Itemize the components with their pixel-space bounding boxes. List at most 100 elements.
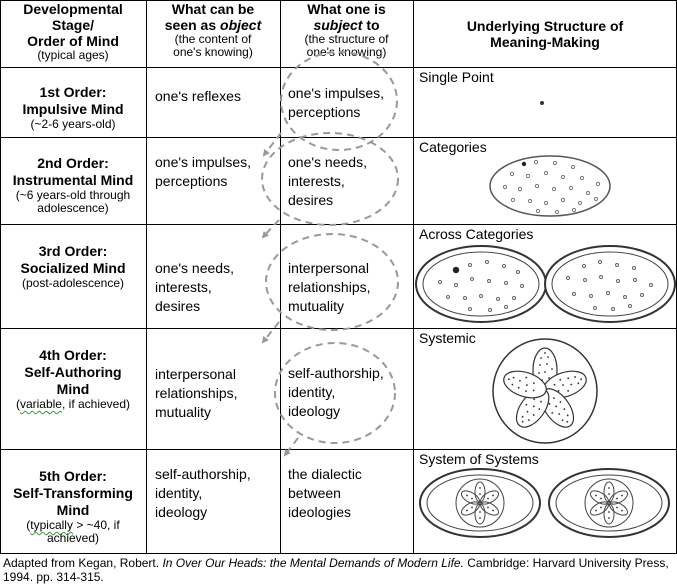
object-cell-2: one's impulses, perceptions: [155, 153, 279, 191]
subject-text: ideology: [288, 403, 341, 419]
source-caption: Adapted from Kegan, Robert. In Over Our …: [3, 556, 673, 584]
ages-typically: typically: [30, 518, 73, 532]
object-text: identity,: [155, 485, 203, 501]
object-text: relationships,: [155, 385, 238, 401]
stage-ages-2b: adolescence): [37, 201, 109, 215]
stage-cell-1: 1st Order: Impulsive Mind (~2-6 years-ol…: [0, 84, 146, 131]
stage-name-5: Self-Transforming: [13, 485, 133, 501]
object-cell-3: one's needs, interests, desires: [155, 259, 279, 316]
header-object-sub1: (the content of: [174, 32, 252, 46]
header-stage-sub: (typical ages): [37, 48, 109, 62]
header-stage-line2: Stage/: [51, 17, 94, 33]
subject-text: self-authorship,: [288, 365, 384, 381]
header-structure: Underlying Structure of Meaning-Making: [413, 18, 677, 58]
subject-cell-1: one's impulses, perceptions: [288, 84, 412, 122]
caption-post: Cambridge: Harvard University Press, 199…: [3, 556, 669, 584]
stage-title-1: 1st Order:: [39, 84, 107, 100]
stage-ages-3: (post-adolescence): [21, 276, 125, 290]
transition-ovals: [261, 51, 399, 444]
ages-rest: , if achieved): [61, 397, 131, 411]
stage-title-3: 3rd Order:: [38, 243, 108, 259]
object-text: mutuality: [155, 404, 212, 420]
subject-text: interpersonal: [288, 260, 369, 276]
object-cell-1: one's reflexes: [155, 87, 279, 106]
systemic-diagram: [492, 338, 598, 444]
object-text: interests,: [155, 279, 212, 295]
stage-ages-5b: achieved): [46, 531, 100, 545]
subject-cell-2: one's needs, interests, desires: [288, 153, 412, 210]
subject-text: identity,: [288, 384, 336, 400]
object-text: ideology: [155, 504, 208, 520]
stage-name-5b: Mind: [56, 502, 90, 518]
subject-cell-3: interpersonal relationships, mutuality: [288, 259, 412, 316]
stage-name-3: Socialized Mind: [20, 260, 126, 276]
header-object-sub2: one's knowing): [173, 45, 253, 59]
header-object: What can be seen as object (the content …: [146, 1, 280, 67]
ages-rest: > ~40, if: [72, 518, 120, 532]
stage-name-1: Impulsive Mind: [22, 101, 124, 117]
stage-title-2: 2nd Order:: [37, 155, 109, 171]
header-stage: Developmental Stage/ Order of Mind (typi…: [0, 1, 146, 67]
subject-text: desires: [288, 192, 334, 208]
structure-label-5: System of Systems: [419, 451, 539, 467]
header-subject-sub1: (the structure of: [304, 32, 389, 46]
subject-text: the dialectic: [288, 466, 362, 482]
header-object-line1: What can be: [171, 1, 255, 17]
object-text: interpersonal: [155, 366, 236, 382]
subject-text: between: [288, 485, 341, 501]
stage-cell-3: 3rd Order: Socialized Mind (post-adolesc…: [0, 243, 146, 290]
across-categories-diagram: [415, 245, 676, 323]
stage-cell-4: 4th Order: Self-Authoring Mind (variable…: [0, 347, 146, 411]
header-subject-line1: What one is: [307, 1, 386, 17]
system-of-systems-diagram: [419, 468, 670, 538]
structure-label-2: Categories: [419, 139, 487, 155]
categories-diagram: [489, 155, 611, 217]
ages-variable: variable: [19, 397, 62, 411]
stage-cell-2: 2nd Order: Instrumental Mind (~6 years-o…: [0, 155, 146, 215]
object-text: self-authorship,: [155, 466, 251, 482]
header-subject: What one is subject to (the structure of…: [280, 1, 413, 67]
subject-text: one's impulses,: [288, 85, 385, 101]
header-structure-line1: Underlying Structure of: [466, 18, 624, 34]
object-cell-5: self-authorship, identity, ideology: [155, 465, 279, 522]
stage-name-2: Instrumental Mind: [12, 172, 134, 188]
header-stage-line1: Developmental: [23, 1, 123, 17]
subject-text: relationships,: [288, 279, 371, 295]
header-subject-line2-em: subject: [313, 17, 363, 33]
subject-text: interests,: [288, 173, 345, 189]
structure-label-4: Systemic: [419, 330, 476, 346]
subject-text: mutuality: [288, 298, 345, 314]
transition-arrows: [261, 132, 299, 457]
kegan-orders-table: Developmental Stage/ Order of Mind (typi…: [0, 1, 677, 545]
caption-title: In Over Our Heads: the Mental Demands of…: [162, 556, 464, 570]
header-structure-line2: Meaning-Making: [490, 34, 600, 50]
stage-ages-1: (~2-6 years-old): [30, 117, 116, 131]
stage-ages-4: (variable, if achieved): [0, 398, 146, 411]
stage-name-4: Self-Authoring: [24, 364, 122, 380]
header-subject-line2-post: to: [362, 17, 380, 33]
stage-name-4b: Mind: [56, 381, 90, 397]
stage-title-4: 4th Order:: [39, 347, 107, 363]
structure-label-3: Across Categories: [419, 226, 534, 242]
header-subject-sub2: one's knowing): [306, 45, 387, 59]
object-text: perceptions: [155, 173, 228, 189]
single-point-dot: [540, 101, 544, 105]
object-text: one's needs,: [155, 260, 234, 276]
caption-pre: Adapted from Kegan, Robert.: [3, 556, 163, 570]
ages-open-paren: (: [15, 397, 20, 411]
object-cell-4: interpersonal relationships, mutuality: [155, 365, 279, 422]
subject-cell-5: the dialectic between ideologies: [288, 465, 412, 522]
stage-title-5: 5th Order:: [39, 468, 107, 484]
subject-text: one's needs,: [288, 154, 367, 170]
stage-ages-5: (typically > ~40, if: [0, 519, 146, 532]
stage-ages-2: (~6 years-old through: [15, 188, 131, 202]
ages-open-paren: (: [26, 518, 31, 532]
object-text: one's impulses,: [155, 154, 252, 170]
header-object-line2-em: object: [220, 17, 262, 33]
subject-cell-4: self-authorship, identity, ideology: [288, 364, 412, 421]
stage-cell-5: 5th Order: Self-Transforming Mind (typic…: [0, 468, 146, 545]
subject-text: perceptions: [288, 104, 361, 120]
header-stage-line3: Order of Mind: [27, 33, 119, 49]
structure-label-1: Single Point: [419, 69, 494, 85]
